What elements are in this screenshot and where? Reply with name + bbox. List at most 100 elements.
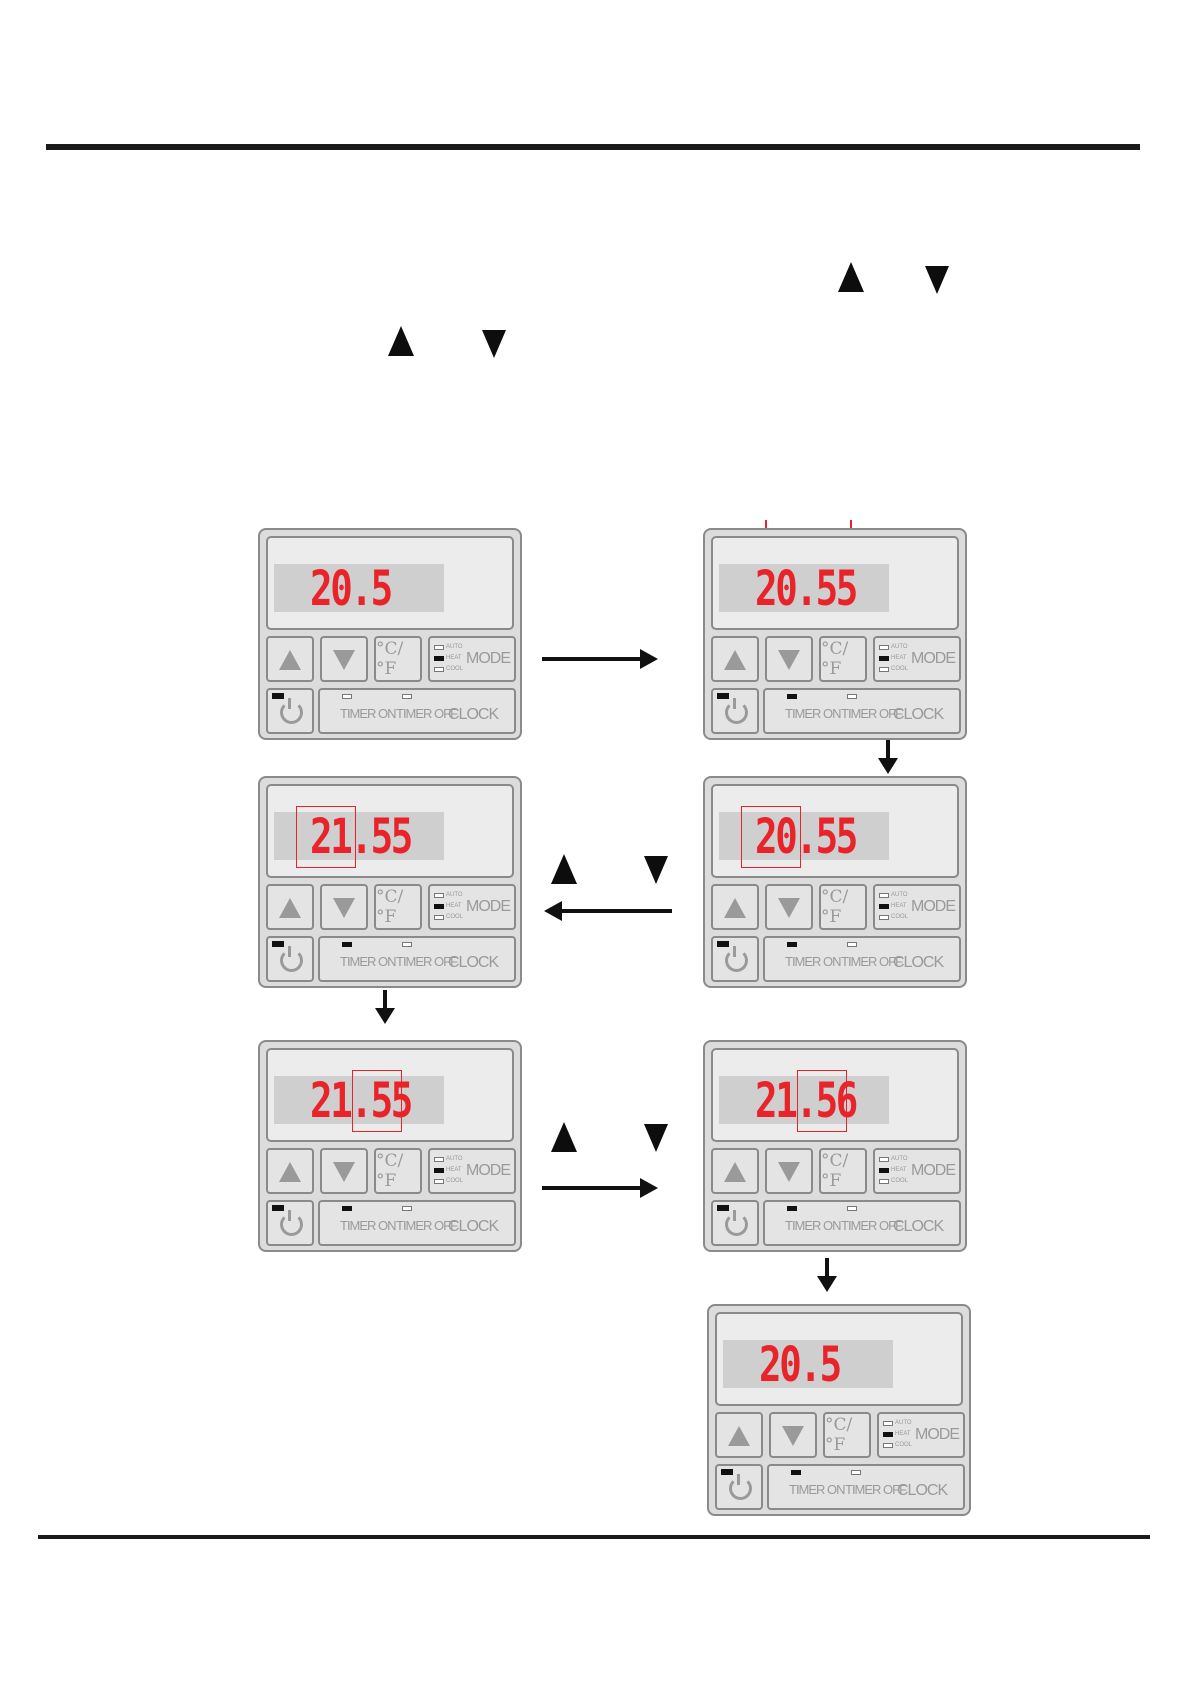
down-arrow-icon (778, 898, 800, 918)
flow-arrow-right (542, 1186, 644, 1190)
timer-on-label: TIMER ON (340, 954, 396, 969)
led-icon (342, 942, 352, 947)
led-icon (879, 1179, 889, 1184)
unit-button[interactable]: °C/°F (819, 1148, 867, 1194)
mode-auto-label: AUTO (891, 1154, 908, 1165)
up-arrow-icon (279, 1162, 301, 1182)
unit-button[interactable]: °C/°F (819, 884, 867, 930)
down-button[interactable] (320, 884, 368, 930)
mode-button[interactable]: AUTO HEAT COOL MODE (873, 884, 961, 930)
led-icon (434, 667, 444, 672)
up-button[interactable] (711, 636, 759, 682)
mode-heat-label: HEAT (446, 901, 462, 912)
timer-clock-button[interactable]: TIMER ON TIMER OFF CLOCK (763, 688, 961, 734)
clock-label: CLOCK (448, 706, 498, 724)
led-icon (879, 645, 889, 650)
down-button[interactable] (765, 636, 813, 682)
down-button[interactable] (769, 1412, 817, 1458)
led-icon (434, 645, 444, 650)
control-panel: 20.5 °C/°F AUTO HEAT COOL MODE TIMER ON … (707, 1304, 971, 1516)
down-button[interactable] (320, 1148, 368, 1194)
mode-cool-label: COOL (446, 1176, 463, 1187)
unit-button[interactable]: °C/°F (374, 1148, 422, 1194)
temperature-digits: 20.5 (759, 1340, 840, 1390)
up-button[interactable] (266, 636, 314, 682)
temperature-digits: 20.55 (755, 564, 856, 614)
led-icon (787, 694, 797, 699)
led-icon (402, 1206, 412, 1211)
up-arrow-icon (724, 898, 746, 918)
up-arrow-icon (279, 650, 301, 670)
mode-heat-label: HEAT (446, 1165, 462, 1176)
led-icon (342, 694, 352, 699)
led-icon (717, 941, 729, 947)
power-icon (725, 949, 748, 972)
down-triangle-icon (644, 856, 668, 884)
unit-button[interactable]: °C/°F (374, 884, 422, 930)
timer-clock-button[interactable]: TIMER ON TIMER OFF CLOCK (318, 688, 516, 734)
mode-auto-label: AUTO (895, 1418, 912, 1429)
timer-clock-button[interactable]: TIMER ON TIMER OFF CLOCK (318, 936, 516, 982)
mode-heat-label: HEAT (895, 1429, 911, 1440)
power-button[interactable] (711, 936, 759, 982)
timer-clock-button[interactable]: TIMER ON TIMER OFF CLOCK (767, 1464, 965, 1510)
led-icon (402, 942, 412, 947)
up-button[interactable] (711, 1148, 759, 1194)
display-screen: 20.55 (711, 536, 959, 630)
led-icon (272, 1205, 284, 1211)
mode-indicators: AUTO HEAT COOL (434, 1154, 463, 1187)
unit-button[interactable]: °C/°F (819, 636, 867, 682)
mode-button[interactable]: AUTO HEAT COOL MODE (428, 884, 516, 930)
control-panel: 21.55 °C/°F AUTO HEAT COOL MODE TIMER ON… (258, 776, 522, 988)
mode-button[interactable]: AUTO HEAT COOL MODE (873, 1148, 961, 1194)
mode-indicators: AUTO HEAT COOL (434, 642, 463, 675)
mode-button[interactable]: AUTO HEAT COOL MODE (428, 636, 516, 682)
led-icon (434, 1157, 444, 1162)
up-arrow-icon (279, 898, 301, 918)
up-button[interactable] (266, 1148, 314, 1194)
power-button[interactable] (266, 1200, 314, 1246)
clock-label: CLOCK (897, 1482, 947, 1500)
led-icon (434, 1168, 444, 1173)
down-arrow-icon (778, 650, 800, 670)
power-button[interactable] (711, 688, 759, 734)
led-icon (847, 694, 857, 699)
up-triangle-icon (551, 1122, 577, 1152)
mode-button[interactable]: AUTO HEAT COOL MODE (877, 1412, 965, 1458)
mode-label: MODE (466, 898, 510, 916)
clock-label: CLOCK (893, 706, 943, 724)
display-screen: 21.55 (266, 784, 514, 878)
timer-clock-button[interactable]: TIMER ON TIMER OFF CLOCK (318, 1200, 516, 1246)
flow-arrow-down (886, 740, 890, 762)
power-button[interactable] (711, 1200, 759, 1246)
up-button[interactable] (711, 884, 759, 930)
led-icon (787, 942, 797, 947)
down-triangle-icon (644, 1124, 668, 1152)
mode-button[interactable]: AUTO HEAT COOL MODE (873, 636, 961, 682)
up-button[interactable] (266, 884, 314, 930)
timer-on-label: TIMER ON (785, 954, 841, 969)
down-button[interactable] (320, 636, 368, 682)
clock-label: CLOCK (893, 954, 943, 972)
down-button[interactable] (765, 1148, 813, 1194)
unit-button[interactable]: °C/°F (374, 636, 422, 682)
led-icon (879, 1168, 889, 1173)
mode-auto-label: AUTO (891, 642, 908, 653)
timer-clock-button[interactable]: TIMER ON TIMER OFF CLOCK (763, 1200, 961, 1246)
down-button[interactable] (765, 884, 813, 930)
power-button[interactable] (266, 936, 314, 982)
unit-button[interactable]: °C/°F (823, 1412, 871, 1458)
mode-button[interactable]: AUTO HEAT COOL MODE (428, 1148, 516, 1194)
up-button[interactable] (715, 1412, 763, 1458)
power-button[interactable] (715, 1464, 763, 1510)
display-screen: 21.56 (711, 1048, 959, 1142)
led-icon (883, 1443, 893, 1448)
down-triangle-icon (482, 330, 506, 358)
power-button[interactable] (266, 688, 314, 734)
mode-label: MODE (466, 1162, 510, 1180)
mode-auto-label: AUTO (446, 1154, 463, 1165)
mode-auto-label: AUTO (446, 642, 463, 653)
power-icon (280, 949, 303, 972)
down-arrow-icon (778, 1162, 800, 1182)
timer-clock-button[interactable]: TIMER ON TIMER OFF CLOCK (763, 936, 961, 982)
